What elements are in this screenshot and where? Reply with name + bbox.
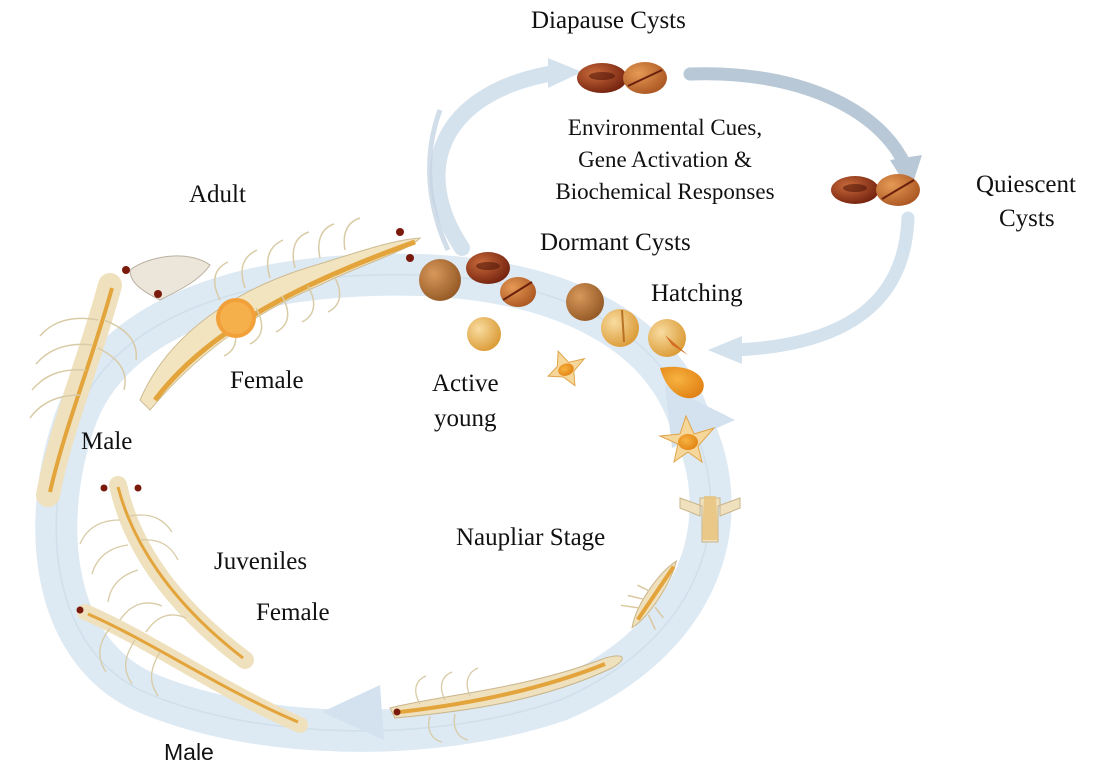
- label-biochemical-responses: Biochemical Responses: [530, 178, 800, 206]
- label-male-juvenile: Male: [164, 738, 214, 767]
- diapause-cysts: [577, 62, 667, 94]
- label-hatching: Hatching: [651, 279, 743, 308]
- hatching-cyst-3: [648, 319, 686, 357]
- quiescent-cysts: [831, 174, 920, 206]
- label-adult: Adult: [189, 180, 246, 209]
- dormant-cyst-3: [500, 277, 536, 307]
- label-male-adult: Male: [81, 427, 132, 456]
- label-quiescent: Quiescent: [976, 170, 1076, 199]
- label-active: Active: [432, 369, 499, 398]
- label-young: young: [434, 404, 497, 433]
- dormant-cyst-1: [419, 259, 461, 301]
- life-cycle-ring: [56, 275, 735, 740]
- label-gene-activation: Gene Activation &: [530, 146, 800, 174]
- label-environmental-cues: Environmental Cues,: [530, 114, 800, 142]
- label-diapause-cysts: Diapause Cysts: [531, 6, 686, 35]
- nauplius-active-young: [541, 344, 592, 393]
- hatching-cyst-1: [566, 283, 604, 321]
- label-dormant-cysts: Dormant Cysts: [540, 228, 691, 257]
- hatching-cyst-2: [601, 309, 639, 347]
- label-juveniles: Juveniles: [214, 547, 307, 576]
- label-female-juvenile: Female: [256, 598, 330, 627]
- dormancy-loop-arrows: [430, 58, 922, 364]
- label-quiescent-cysts: Cysts: [999, 204, 1055, 233]
- label-female-adult: Female: [230, 366, 304, 395]
- label-naupliar-stage: Naupliar Stage: [456, 523, 605, 552]
- active-young-egg: [467, 317, 501, 351]
